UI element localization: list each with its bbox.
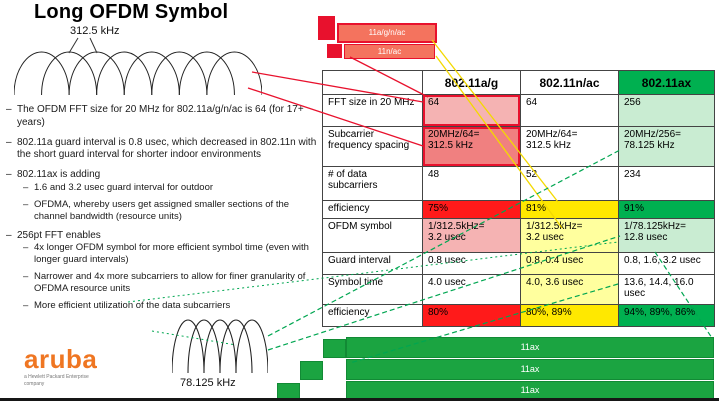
table-cell: 1/78.125kHz= 12.8 usec [618, 218, 715, 253]
green-step-block [300, 361, 323, 380]
table-row-subcarrier-spacing: Subcarrier frequency spacing 20MHz/64= 3… [322, 126, 715, 167]
table-row-efficiency-subcarriers: efficiency 75% 81% 91% [322, 200, 715, 219]
bullet-item: The OFDM FFT size for 20 MHz for 802.11a… [4, 104, 322, 130]
hpe-tagline: a Hewlett Packard Enterprise company [24, 374, 89, 387]
ax-symbol-bar: 11ax [346, 359, 714, 380]
col-header-80211ax: 802.11ax [618, 70, 715, 95]
bullet-item: 256pt FFT enables 4x longer OFDM symbol … [4, 230, 322, 312]
legacy-symbol-bar: 11n/ac [344, 44, 435, 59]
sub-bullet-item: OFDMA, whereby users get assigned smalle… [23, 199, 322, 223]
legacy-symbol-bar: 11a/g/n/ac [337, 23, 437, 43]
row-label: efficiency [322, 200, 423, 219]
row-label: # of data subcarriers [322, 166, 423, 201]
row-label: FFT size in 20 MHz [322, 94, 423, 127]
table-cell: 52 [520, 166, 619, 201]
bullet-text: 802.11ax is adding [17, 169, 101, 181]
table-cell: 234 [618, 166, 715, 201]
table-cell: 20MHz/256= 78.125 kHz [618, 126, 715, 167]
table-row-efficiency-time: efficiency 80% 80%, 89% 94%, 89%, 86% [322, 304, 715, 327]
table-cell: 20MHz/64= 312.5 kHz [422, 126, 521, 167]
table-row-fft-size: FFT size in 20 MHz 64 64 256 [322, 94, 715, 127]
sub-bullet-item: Narrower and 4x more subcarriers to allo… [23, 271, 322, 295]
table-cell: 4.0, 3.6 usec [520, 274, 619, 305]
red-step-block [318, 16, 335, 40]
subcarrier-arcs-diagram-bottom [172, 319, 268, 374]
table-cell: 0.8 usec [422, 252, 521, 275]
row-label: Symbol time [322, 274, 423, 305]
sub-bullet-text: OFDMA, whereby users get assigned smalle… [34, 198, 290, 222]
table-cell: 20MHz/64= 312.5 kHz [520, 126, 619, 167]
row-label: efficiency [322, 304, 423, 327]
table-cell: 75% [422, 200, 521, 219]
table-cell: 81% [520, 200, 619, 219]
sub-bullet-item: 1.6 and 3.2 usec guard interval for outd… [23, 182, 322, 194]
aruba-logo-text: aruba [24, 344, 98, 374]
subcarrier-spacing-label-bottom: 78.125 kHz [180, 377, 236, 389]
table-cell: 64 [520, 94, 619, 127]
red-step-block [327, 44, 342, 58]
table-row-data-subcarriers: # of data subcarriers 48 52 234 [322, 166, 715, 201]
bullet-text: The OFDM FFT size for 20 MHz for 802.11a… [17, 104, 304, 128]
table-row-guard-interval: Guard interval 0.8 usec 0.8, 0.4 usec 0.… [322, 252, 715, 275]
sub-bullet-text: 1.6 and 3.2 usec guard interval for outd… [34, 181, 214, 193]
ax-symbol-bar: 11ax [346, 337, 714, 358]
bottom-edge-strip [0, 398, 719, 401]
table-cell: 13.6, 14.4, 16.0 usec [618, 274, 715, 305]
row-label: OFDM symbol [322, 218, 423, 253]
sub-bullet-text: 4x longer OFDM symbol for more efficient… [34, 242, 309, 266]
col-header-80211ag: 802.11a/g [422, 70, 521, 95]
comparison-table: 802.11a/g 802.11n/ac 802.11ax FFT size i… [322, 70, 715, 327]
green-step-block [323, 339, 346, 358]
row-label: Guard interval [322, 252, 423, 275]
subcarrier-arcs-diagram-top [14, 51, 262, 96]
sub-bullet-item: More efficient utilization of the data s… [23, 300, 322, 312]
subcarrier-spacing-label-top: 312.5 kHz [70, 25, 120, 37]
sub-bullet-text: Narrower and 4x more subcarriers to allo… [34, 271, 306, 295]
sub-bullet-item: 4x longer OFDM symbol for more efficient… [23, 242, 322, 266]
aruba-logo: aruba a Hewlett Packard Enterprise compa… [24, 346, 97, 387]
row-label: Subcarrier frequency spacing [322, 126, 423, 167]
bullet-text: 256pt FFT enables [17, 229, 101, 241]
table-row-symbol-time: Symbol time 4.0 usec 4.0, 3.6 usec 13.6,… [322, 274, 715, 305]
bullet-list: The OFDM FFT size for 20 MHz for 802.11a… [4, 104, 322, 319]
table-cell: 91% [618, 200, 715, 219]
table-corner-cell [322, 70, 423, 95]
sub-bullet-text: More efficient utilization of the data s… [34, 299, 231, 311]
table-cell: 48 [422, 166, 521, 201]
table-cell: 0.8, 0.4 usec [520, 252, 619, 275]
table-cell: 1/312.5kHz= 3.2 usec [520, 218, 619, 253]
table-cell: 94%, 89%, 86% [618, 304, 715, 327]
bullet-item: 802.11ax is adding 1.6 and 3.2 usec guar… [4, 169, 322, 222]
table-cell: 4.0 usec [422, 274, 521, 305]
table-header-row: 802.11a/g 802.11n/ac 802.11ax [322, 70, 715, 95]
slide-title: Long OFDM Symbol [34, 1, 229, 23]
table-cell: 256 [618, 94, 715, 127]
bullet-text: 802.11a guard interval is 0.8 usec, whic… [17, 136, 317, 161]
col-header-80211nac: 802.11n/ac [520, 70, 619, 95]
table-cell: 80% [422, 304, 521, 327]
green-step-block [277, 383, 300, 399]
bullet-item: 802.11a guard interval is 0.8 usec, whic… [4, 137, 322, 163]
table-cell: 1/312.5kHz= 3.2 usec [422, 218, 521, 253]
table-cell: 0.8, 1.6, 3.2 usec [618, 252, 715, 275]
table-cell: 64 [422, 94, 521, 127]
table-row-ofdm-symbol: OFDM symbol 1/312.5kHz= 3.2 usec 1/312.5… [322, 218, 715, 253]
table-cell: 80%, 89% [520, 304, 619, 327]
